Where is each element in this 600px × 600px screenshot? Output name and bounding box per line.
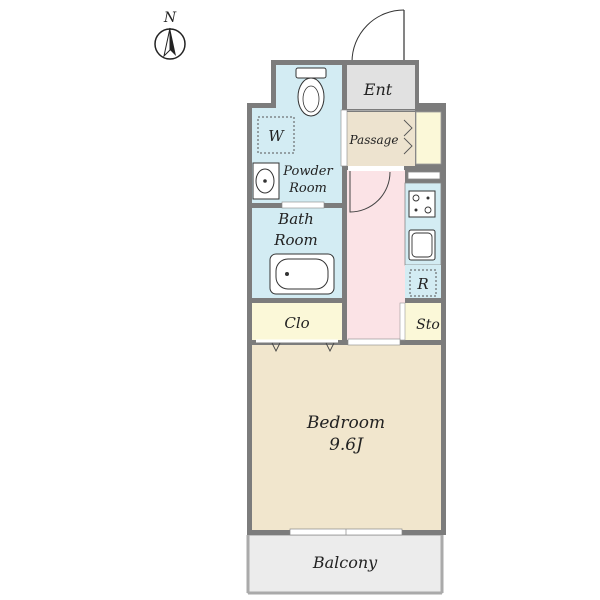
label-powder-room-line2: Room <box>288 181 327 196</box>
refrigerator-outline <box>409 269 437 297</box>
shoe-cabinet <box>415 111 442 165</box>
room-passage <box>347 112 415 166</box>
room-closet <box>252 303 342 340</box>
room-entrance <box>347 65 415 109</box>
room-bedroom <box>252 345 441 530</box>
kitchen-shelf <box>407 171 441 180</box>
door-kitchen-swing <box>349 171 391 213</box>
label-balcony: Balcony <box>312 553 378 572</box>
compass: N <box>154 10 186 60</box>
room-storage <box>405 303 441 340</box>
entry-door-swing <box>351 9 405 63</box>
label-powder-room-line1: Powder <box>282 164 333 179</box>
room-kitchen <box>347 170 405 340</box>
label-entrance: Ent <box>363 80 393 99</box>
label-passage: Passage <box>349 133 399 147</box>
label-bath-room-line1: Bath <box>277 210 314 228</box>
closet-doors <box>256 339 338 353</box>
sink-icon <box>252 162 280 200</box>
toilet-icon <box>295 67 327 117</box>
stove-icon <box>408 190 436 218</box>
label-bath-room-line2: Room <box>273 231 318 249</box>
label-closet: Clo <box>284 314 309 332</box>
balcony-window <box>289 528 403 536</box>
compass-needle-icon <box>170 28 176 56</box>
label-washer: W <box>268 127 285 145</box>
label-bedroom: Bedroom <box>306 413 385 433</box>
compass-north-label: N <box>163 10 177 26</box>
label-bedroom-size: 9.6J <box>329 435 364 455</box>
balcony <box>246 534 444 595</box>
label-storage: Sto <box>416 317 440 333</box>
bathtub-icon <box>269 253 335 295</box>
label-refrigerator: R <box>416 275 428 293</box>
washer-space <box>257 116 295 154</box>
kitchen-sink-icon <box>408 229 436 261</box>
